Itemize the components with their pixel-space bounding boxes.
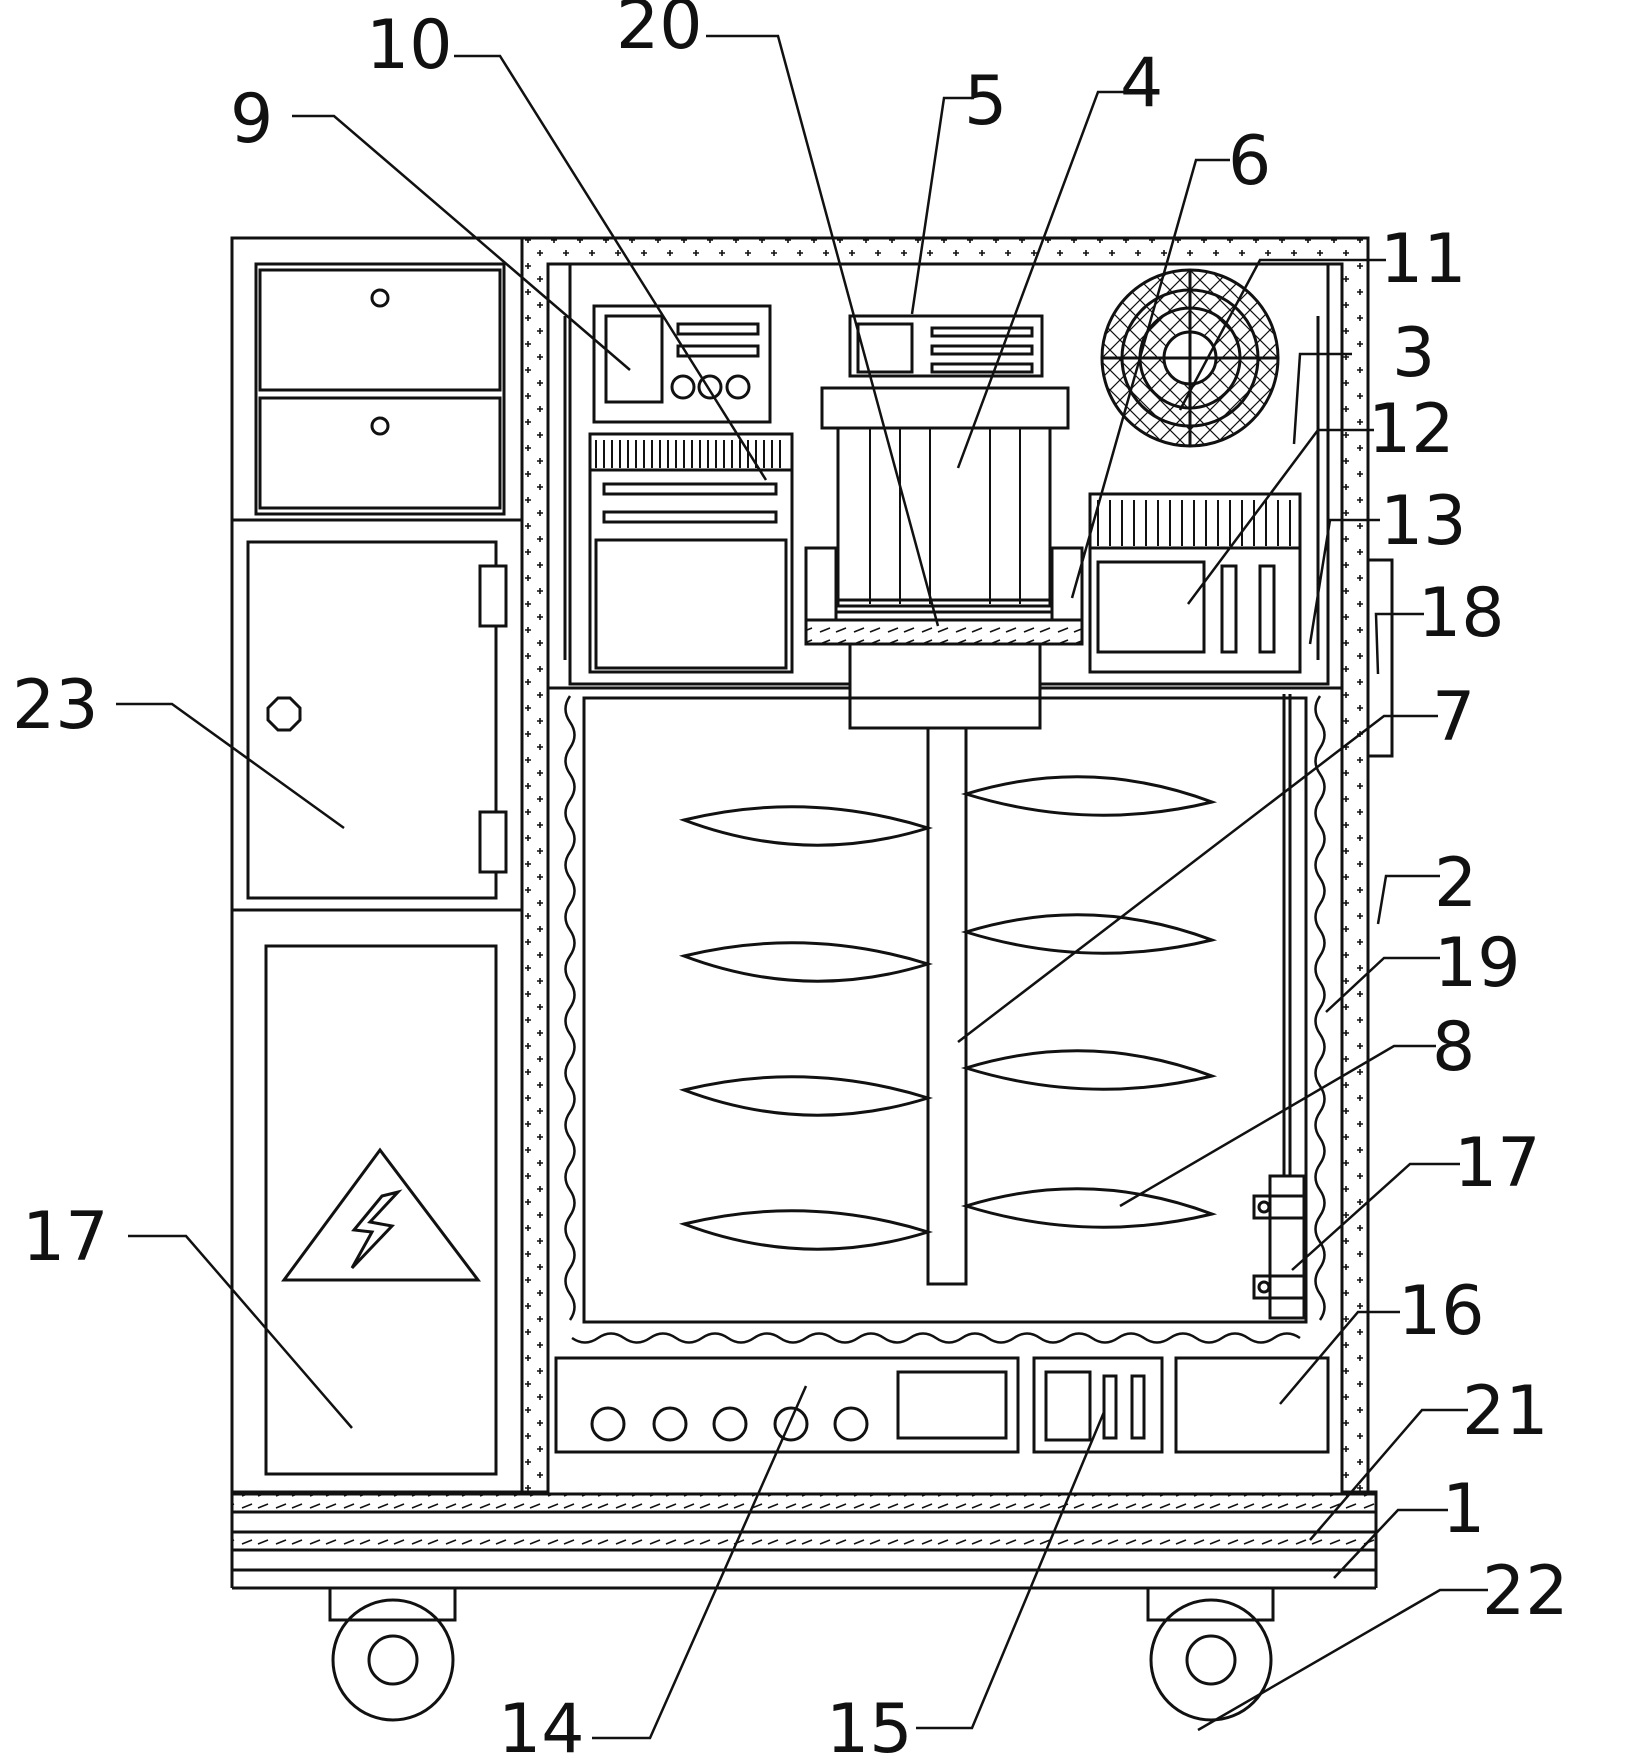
label-5: 5 [964,62,1007,141]
wheel-right [1146,1586,1275,1722]
label-16: 16 [1398,1272,1485,1351]
top-compartment [548,262,1342,730]
reference-numerals: 10 20 9 5 4 6 11 3 12 13 18 7 2 19 8 17 … [12,0,1569,1755]
label-20: 20 [616,0,703,65]
label-6: 6 [1228,122,1271,201]
label-15: 15 [826,1690,913,1755]
label-2: 2 [1434,844,1477,923]
left-cabinet [230,236,524,1494]
label-18: 18 [1418,574,1505,653]
label-17-left: 17 [22,1198,109,1277]
label-9: 9 [230,80,273,159]
label-7: 7 [1432,678,1475,757]
label-19: 19 [1434,924,1521,1003]
wheel-left [328,1586,457,1722]
mixing-chamber [564,694,1326,1344]
label-4: 4 [1120,44,1163,123]
label-13: 13 [1380,482,1467,561]
label-14: 14 [498,1690,585,1755]
label-3: 3 [1392,314,1435,393]
bottom-panel [554,1356,1330,1454]
label-22: 22 [1482,1552,1569,1631]
label-8: 8 [1432,1008,1475,1087]
leader-lines [116,34,1488,1740]
label-1: 1 [1442,1470,1485,1549]
base-rails [230,1490,1378,1590]
label-10: 10 [366,6,453,85]
label-11: 11 [1380,220,1467,299]
label-21: 21 [1462,1372,1549,1451]
label-23: 23 [12,666,99,745]
label-17-right: 17 [1454,1124,1541,1203]
label-12: 12 [1368,390,1455,469]
